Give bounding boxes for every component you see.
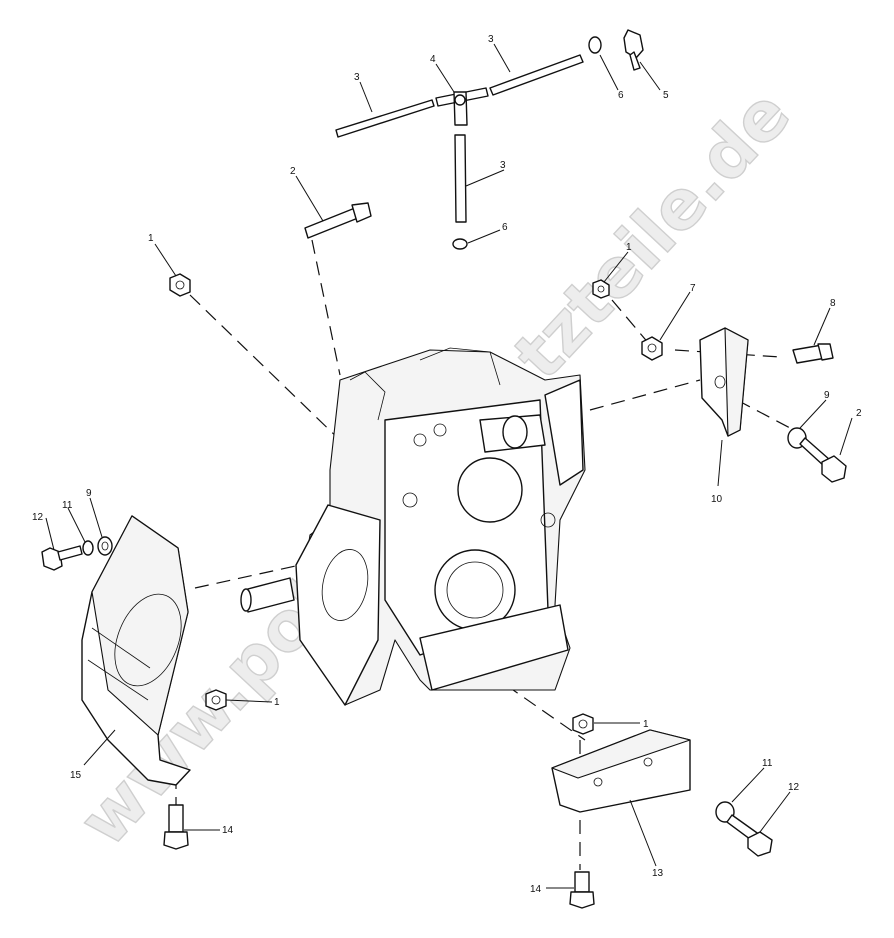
hose-clamp-upper [588,36,602,54]
input-shaft [240,577,295,613]
callout-13: 13 [652,868,664,879]
callout-labels: 1 1 1 1 2 2 3 3 3 4 5 6 6 7 8 9 9 10 11 … [32,34,862,895]
callout-2: 2 [856,408,862,419]
callout-6: 6 [502,222,508,233]
spacer-8 [792,343,834,364]
bolt-top [304,202,372,239]
tee-fitting [435,87,489,126]
bolt-right-2 [787,427,847,483]
callout-3: 3 [354,72,360,83]
vent-hose-assembly [335,29,644,250]
callout-2: 2 [290,166,296,177]
callout-5: 5 [663,90,669,101]
vent-hose-right [489,54,584,96]
callout-12: 12 [788,782,800,793]
flange-nut-7 [641,336,663,361]
callout-1: 1 [643,719,649,730]
leader-lines [45,43,853,889]
hose-clamp-lower [452,238,468,250]
mount-bracket-13 [551,729,691,813]
bolt-right-12 [715,801,773,857]
flange-nut-right [592,279,610,299]
bolt-14-left [163,804,189,850]
callout-11: 11 [62,500,73,511]
vent-hose-down [454,134,467,223]
bolt-14-right [569,871,595,909]
callout-9: 9 [86,488,92,499]
vent-hose-left [335,99,435,138]
callout-1: 1 [148,233,154,244]
flange-nut-bottom-right [572,713,594,735]
callout-14: 14 [530,884,542,895]
callout-12: 12 [32,512,44,523]
callout-3: 3 [488,34,494,45]
callout-9: 9 [824,390,830,401]
callout-8: 8 [830,298,836,309]
mount-bracket-10 [699,327,749,437]
callout-10: 10 [711,494,723,505]
mount-bracket-15 [81,515,191,786]
callout-6: 6 [618,90,624,101]
callout-11: 11 [762,758,773,769]
callout-15: 15 [70,770,82,781]
callout-7: 7 [690,283,696,294]
callout-14: 14 [222,825,234,836]
callout-3: 3 [500,160,506,171]
callout-4: 4 [430,54,436,65]
callout-1: 1 [274,697,280,708]
flange-nut-bottom-left [205,689,227,711]
flange-nut-left [169,273,191,297]
vent-filter [623,29,644,71]
callout-1: 1 [626,242,632,253]
bolt-left-12 [41,536,113,571]
gearcase-housing [240,347,586,706]
